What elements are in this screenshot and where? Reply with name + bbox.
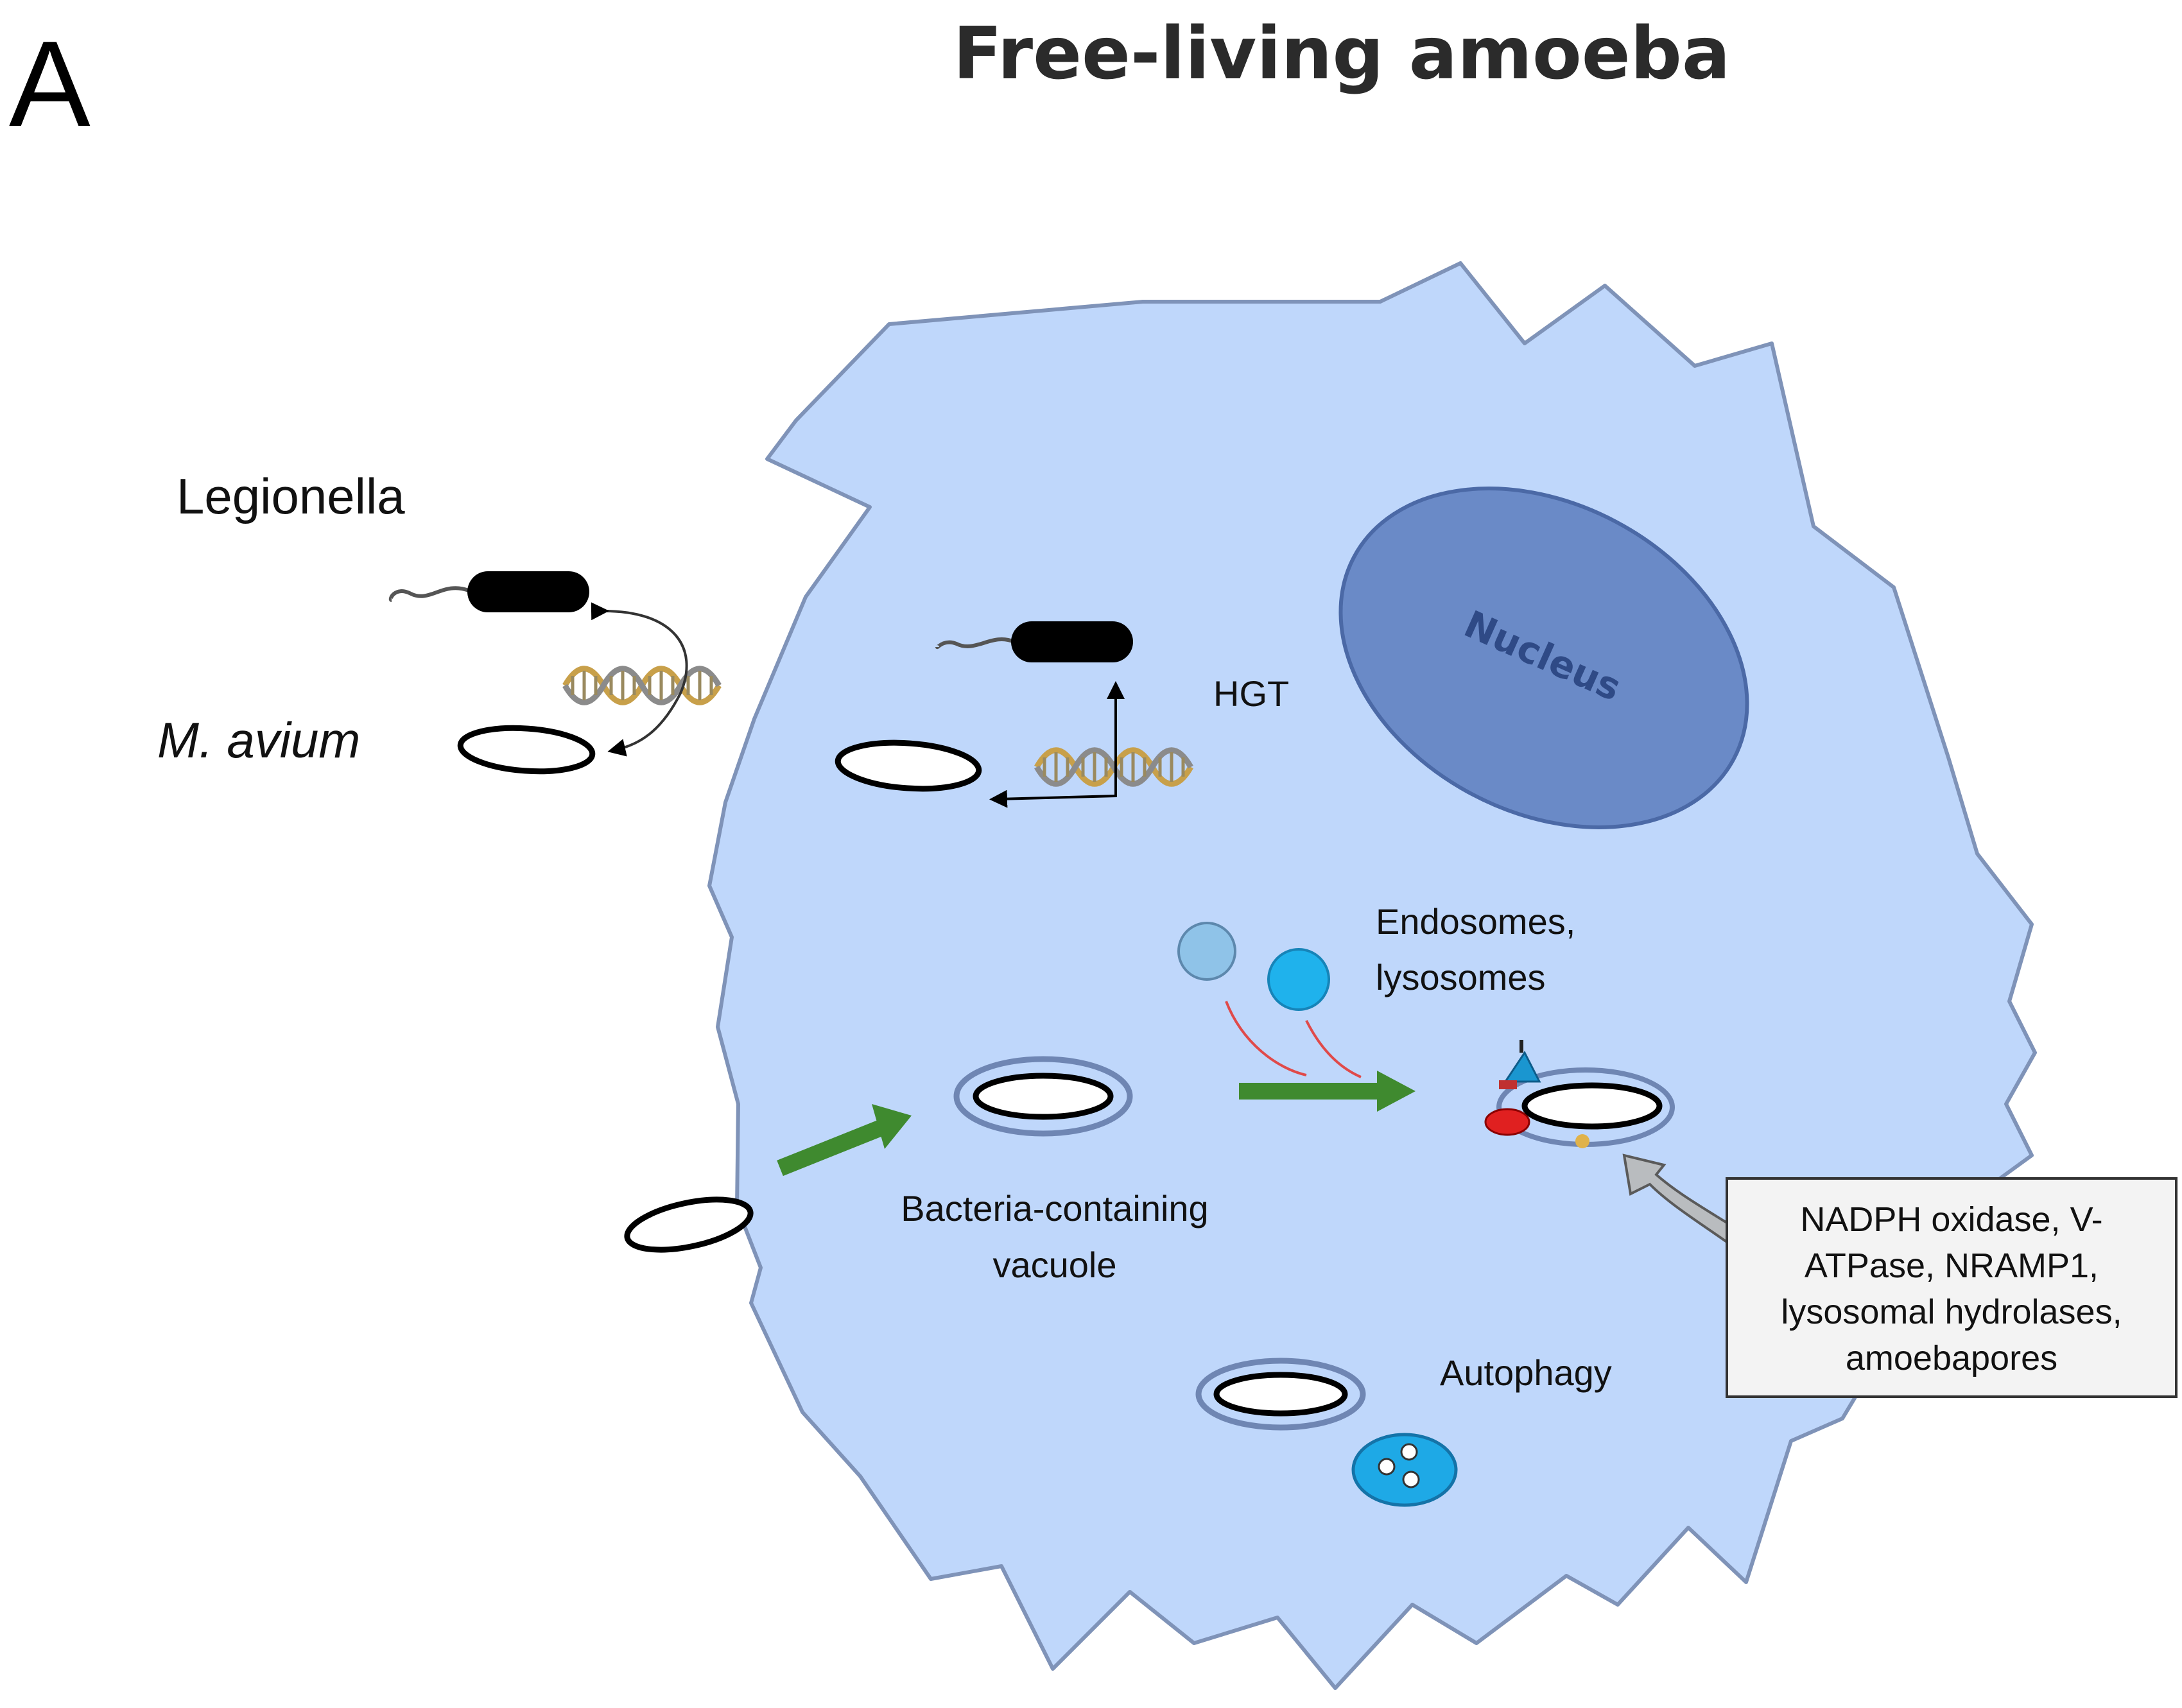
hgt-label: HGT: [1213, 673, 1289, 714]
endosomes-label-line1: Endosomes,: [1376, 901, 1575, 942]
legionella-bacterium-icon: [467, 571, 589, 612]
nucleus: [1338, 487, 1749, 829]
legionella-flagellum-icon: [388, 586, 470, 602]
figure-title: Free-living amoeba: [953, 12, 1731, 96]
inner-legionella-bacterium-icon: [1011, 621, 1133, 662]
autolysosome: [1351, 1433, 1458, 1507]
maturation-green-arrowhead: [1377, 1071, 1416, 1112]
autolysosome-debris: [1402, 1471, 1420, 1488]
outside-dna-helix-icon: [565, 669, 719, 703]
endosomes-label-line2: lysosomes: [1376, 957, 1546, 997]
inner-legionella-flagellum-icon: [935, 637, 1016, 650]
lysosome-fusion-line: [1305, 1020, 1362, 1078]
entry-green-arrowhead: [872, 1104, 912, 1149]
m-avium-label: M. avium: [157, 712, 360, 768]
entry-green-arrow: [777, 1116, 892, 1177]
hgt-left-arrow: [989, 789, 1117, 808]
vacuole-bacterium-icon: [973, 1073, 1114, 1120]
defense-box-line2: ATPase, NRAMP1,: [1805, 1246, 2099, 1285]
phagolysosome-bacterium-icon: [1521, 1082, 1663, 1130]
entering-bacterium-icon: [624, 1196, 754, 1253]
defense-gray-arrow: [1622, 1153, 1728, 1245]
defense-box-line4: amoebapores: [1846, 1339, 2057, 1377]
defense-box-line1: NADPH oxidase, V-: [1800, 1200, 2102, 1239]
v-atpase-icon: [1503, 1051, 1541, 1083]
panel-letter: A: [9, 16, 91, 152]
autophagosome-bacterium-icon: [1213, 1372, 1348, 1417]
autolysosome-debris: [1378, 1458, 1396, 1476]
endosome: [1177, 922, 1236, 981]
vacuole-label-line2: vacuole: [992, 1245, 1116, 1285]
nramp1-icon: [1575, 1134, 1589, 1148]
outside-hgt-arrow: [591, 602, 688, 757]
lysosome: [1267, 948, 1330, 1011]
v-atpase-base: [1499, 1080, 1517, 1089]
nadph-oxidase-icon: [1484, 1108, 1530, 1136]
inner-m-avium-bacterium-icon: [835, 739, 982, 792]
vacuole-label-line1: Bacteria-containing: [901, 1188, 1208, 1229]
m-avium-bacterium-icon: [457, 725, 596, 775]
autophagy-label: Autophagy: [1440, 1352, 1612, 1393]
autolysosome-debris: [1400, 1443, 1418, 1461]
legionella-label: Legionella: [177, 468, 405, 524]
endosome-fusion-line: [1225, 1001, 1307, 1076]
defense-box: [1726, 1177, 2178, 1398]
defense-box-line3: lysosomal hydrolases,: [1781, 1293, 2122, 1331]
